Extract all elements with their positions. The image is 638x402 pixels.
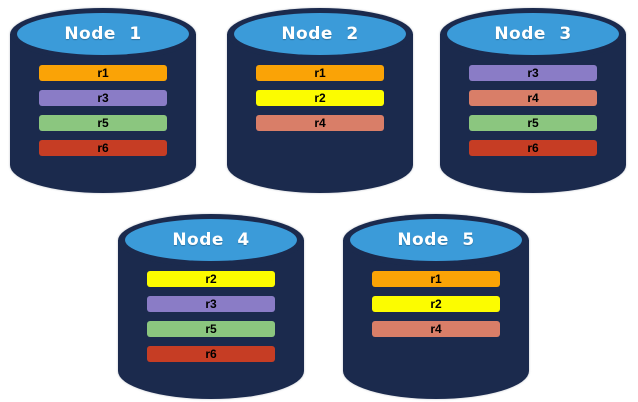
cylinder-top-rim: Node 5: [343, 214, 529, 267]
row-bar: r2: [372, 296, 500, 312]
row-bar: r6: [469, 140, 597, 156]
node-title: Node 5: [397, 230, 475, 250]
cylinder-top-face: Node 1: [17, 13, 189, 55]
node-4-cylinder: Node 4 r2 r3 r5 r6: [118, 214, 304, 399]
cylinder-top-face: Node 3: [447, 13, 619, 55]
node-title: Node 1: [64, 24, 142, 44]
row-bar: r4: [256, 115, 384, 131]
row-bar: r4: [372, 321, 500, 337]
node-rows: r2 r3 r5 r6: [118, 271, 304, 362]
node-rows: r1 r2 r4: [343, 271, 529, 337]
row-bar: r3: [147, 296, 275, 312]
row-bar: r1: [372, 271, 500, 287]
row-bar: r2: [256, 90, 384, 106]
node-5-cylinder: Node 5 r1 r2 r4: [343, 214, 529, 399]
cylinder-top-face: Node 4: [125, 219, 297, 261]
cylinder-top-rim: Node 1: [10, 8, 196, 61]
row-bar: r5: [147, 321, 275, 337]
node-title: Node 4: [172, 230, 250, 250]
node-title: Node 2: [281, 24, 359, 44]
row-bar: r2: [147, 271, 275, 287]
node-rows: r1 r2 r4: [227, 65, 413, 131]
cylinder-top-rim: Node 4: [118, 214, 304, 267]
node-1-cylinder: Node 1 r1 r3 r5 r6: [10, 8, 196, 193]
row-bar: r4: [469, 90, 597, 106]
cylinder-top-face: Node 5: [350, 219, 522, 261]
node-rows: r3 r4 r5 r6: [440, 65, 626, 156]
row-bar: r1: [256, 65, 384, 81]
cylinder-top-face: Node 2: [234, 13, 406, 55]
node-title: Node 3: [494, 24, 572, 44]
row-bar: r5: [39, 115, 167, 131]
row-bar: r5: [469, 115, 597, 131]
row-bar: r6: [147, 346, 275, 362]
row-bar: r1: [39, 65, 167, 81]
node-3-cylinder: Node 3 r3 r4 r5 r6: [440, 8, 626, 193]
cylinder-top-rim: Node 2: [227, 8, 413, 61]
cylinder-top-rim: Node 3: [440, 8, 626, 61]
row-bar: r3: [39, 90, 167, 106]
node-2-cylinder: Node 2 r1 r2 r4: [227, 8, 413, 193]
row-bar: r3: [469, 65, 597, 81]
node-rows: r1 r3 r5 r6: [10, 65, 196, 156]
row-bar: r6: [39, 140, 167, 156]
